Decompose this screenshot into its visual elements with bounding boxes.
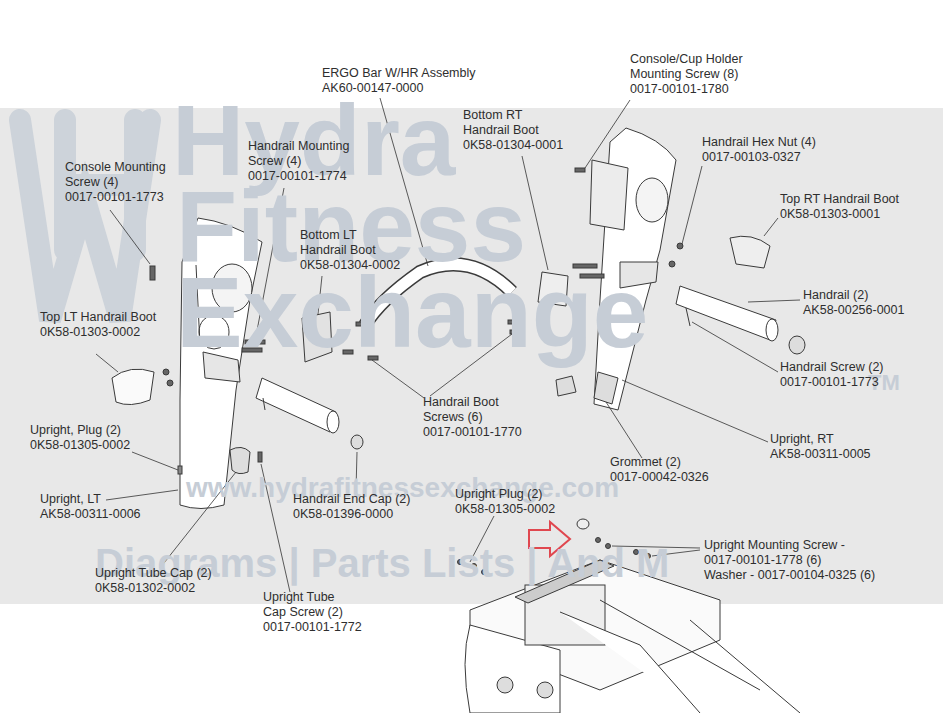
watermark-band (0, 108, 943, 604)
part-number: AK58-00311-0006 (40, 507, 141, 522)
part-number: 0K58-01396-0000 (293, 507, 410, 522)
part-number: 0K58-01302-0002 (95, 581, 212, 596)
part-callout: Top LT Handrail Boot0K58-01303-0002 (40, 310, 156, 340)
part-number: 0K58-01304-0001 (463, 138, 553, 153)
part-number: 0K58-01303-0001 (780, 207, 899, 222)
part-name: Upright, LT (40, 492, 141, 507)
part-name: Handrail Screw (2) (780, 360, 884, 375)
part-callout: Handrail Screw (2)0017-00101-1773 (780, 360, 884, 390)
part-callout: Upright, LTAK58-00311-0006 (40, 492, 141, 522)
part-number: Washer - 0017-00104-0325 (6) (704, 568, 879, 583)
part-name: Handrail End Cap (2) (293, 492, 410, 507)
part-callout: Handrail (2)AK58-00256-0001 (803, 288, 904, 318)
part-name: Bottom RT Handrail Boot (463, 108, 553, 138)
part-callout: Bottom RT Handrail Boot0K58-01304-0001 (463, 108, 553, 153)
part-callout: Top RT Handrail Boot0K58-01303-0001 (780, 192, 899, 222)
watermark-logo (20, 120, 150, 320)
part-name: Upright Plug (2) (455, 487, 555, 502)
part-number: 0K58-01305-0002 (30, 438, 130, 453)
part-number: 0017-00101-1770 (423, 425, 518, 440)
part-name: ERGO Bar W/HR Assembly (322, 66, 476, 81)
part-name: Console/Cup Holder Mounting Screw (8) (630, 52, 758, 82)
part-callout: Handrail Boot Screws (6)0017-00101-1770 (423, 395, 518, 440)
part-name: Upright Mounting Screw - 0017-00101-1778… (704, 538, 879, 568)
part-callout: Console/Cup Holder Mounting Screw (8)001… (630, 52, 758, 97)
part-callout: Handrail Hex Nut (4)0017-00103-0327 (702, 135, 816, 165)
part-number: 0017-00101-1773 (780, 375, 884, 390)
part-number: 0K58-01303-0002 (40, 325, 156, 340)
part-number: AK60-00147-0000 (322, 81, 476, 96)
part-callout: Grommet (2)0017-00042-0326 (610, 455, 709, 485)
part-name: Handrail Hex Nut (4) (702, 135, 816, 150)
part-callout: Handrail Mounting Screw (4)0017-00101-17… (248, 139, 366, 184)
part-name: Bottom LT Handrail Boot (300, 228, 390, 258)
part-number: 0017-00101-1780 (630, 82, 758, 97)
parts-drawing (112, 128, 805, 713)
part-name: Upright, RT (770, 432, 871, 447)
part-number: 0017-00101-1774 (248, 169, 366, 184)
part-number: 0017-00042-0326 (610, 470, 709, 485)
part-callout: Upright Tube Cap Screw (2)0017-00101-177… (263, 590, 348, 635)
part-name: Handrail (2) (803, 288, 904, 303)
part-callout: Bottom LT Handrail Boot0K58-01304-0002 (300, 228, 390, 273)
part-name: Top LT Handrail Boot (40, 310, 156, 325)
part-callout: Upright Plug (2)0K58-01305-0002 (455, 487, 555, 517)
part-name: Grommet (2) (610, 455, 709, 470)
watermark-text: Exchange (176, 262, 648, 362)
part-name: Upright Tube Cap (2) (95, 566, 212, 581)
part-number: AK58-00311-0005 (770, 447, 871, 462)
part-callout: Upright, Plug (2)0K58-01305-0002 (30, 423, 130, 453)
part-callout: Upright Tube Cap (2)0K58-01302-0002 (95, 566, 212, 596)
part-number: 0017-00101-1773 (65, 190, 180, 205)
part-name: Upright, Plug (2) (30, 423, 130, 438)
part-number: AK58-00256-0001 (803, 303, 904, 318)
part-callout: Upright Mounting Screw - 0017-00101-1778… (704, 538, 879, 583)
part-number: 0017-00101-1772 (263, 620, 348, 635)
part-number: 0017-00103-0327 (702, 150, 816, 165)
part-name: Console Mounting Screw (4) (65, 160, 180, 190)
part-number: 0K58-01305-0002 (455, 502, 555, 517)
part-name: Handrail Mounting Screw (4) (248, 139, 366, 169)
part-name: Top RT Handrail Boot (780, 192, 899, 207)
part-name: Upright Tube Cap Screw (2) (263, 590, 348, 620)
watermark-group: Exchange (176, 262, 648, 362)
part-callout: Console Mounting Screw (4)0017-00101-177… (65, 160, 180, 205)
part-number: 0K58-01304-0002 (300, 258, 390, 273)
part-name: Handrail Boot Screws (6) (423, 395, 518, 425)
part-callout: Handrail End Cap (2)0K58-01396-0000 (293, 492, 410, 522)
part-callout: Upright, RTAK58-00311-0005 (770, 432, 871, 462)
part-callout: ERGO Bar W/HR AssemblyAK60-00147-0000 (322, 66, 476, 96)
